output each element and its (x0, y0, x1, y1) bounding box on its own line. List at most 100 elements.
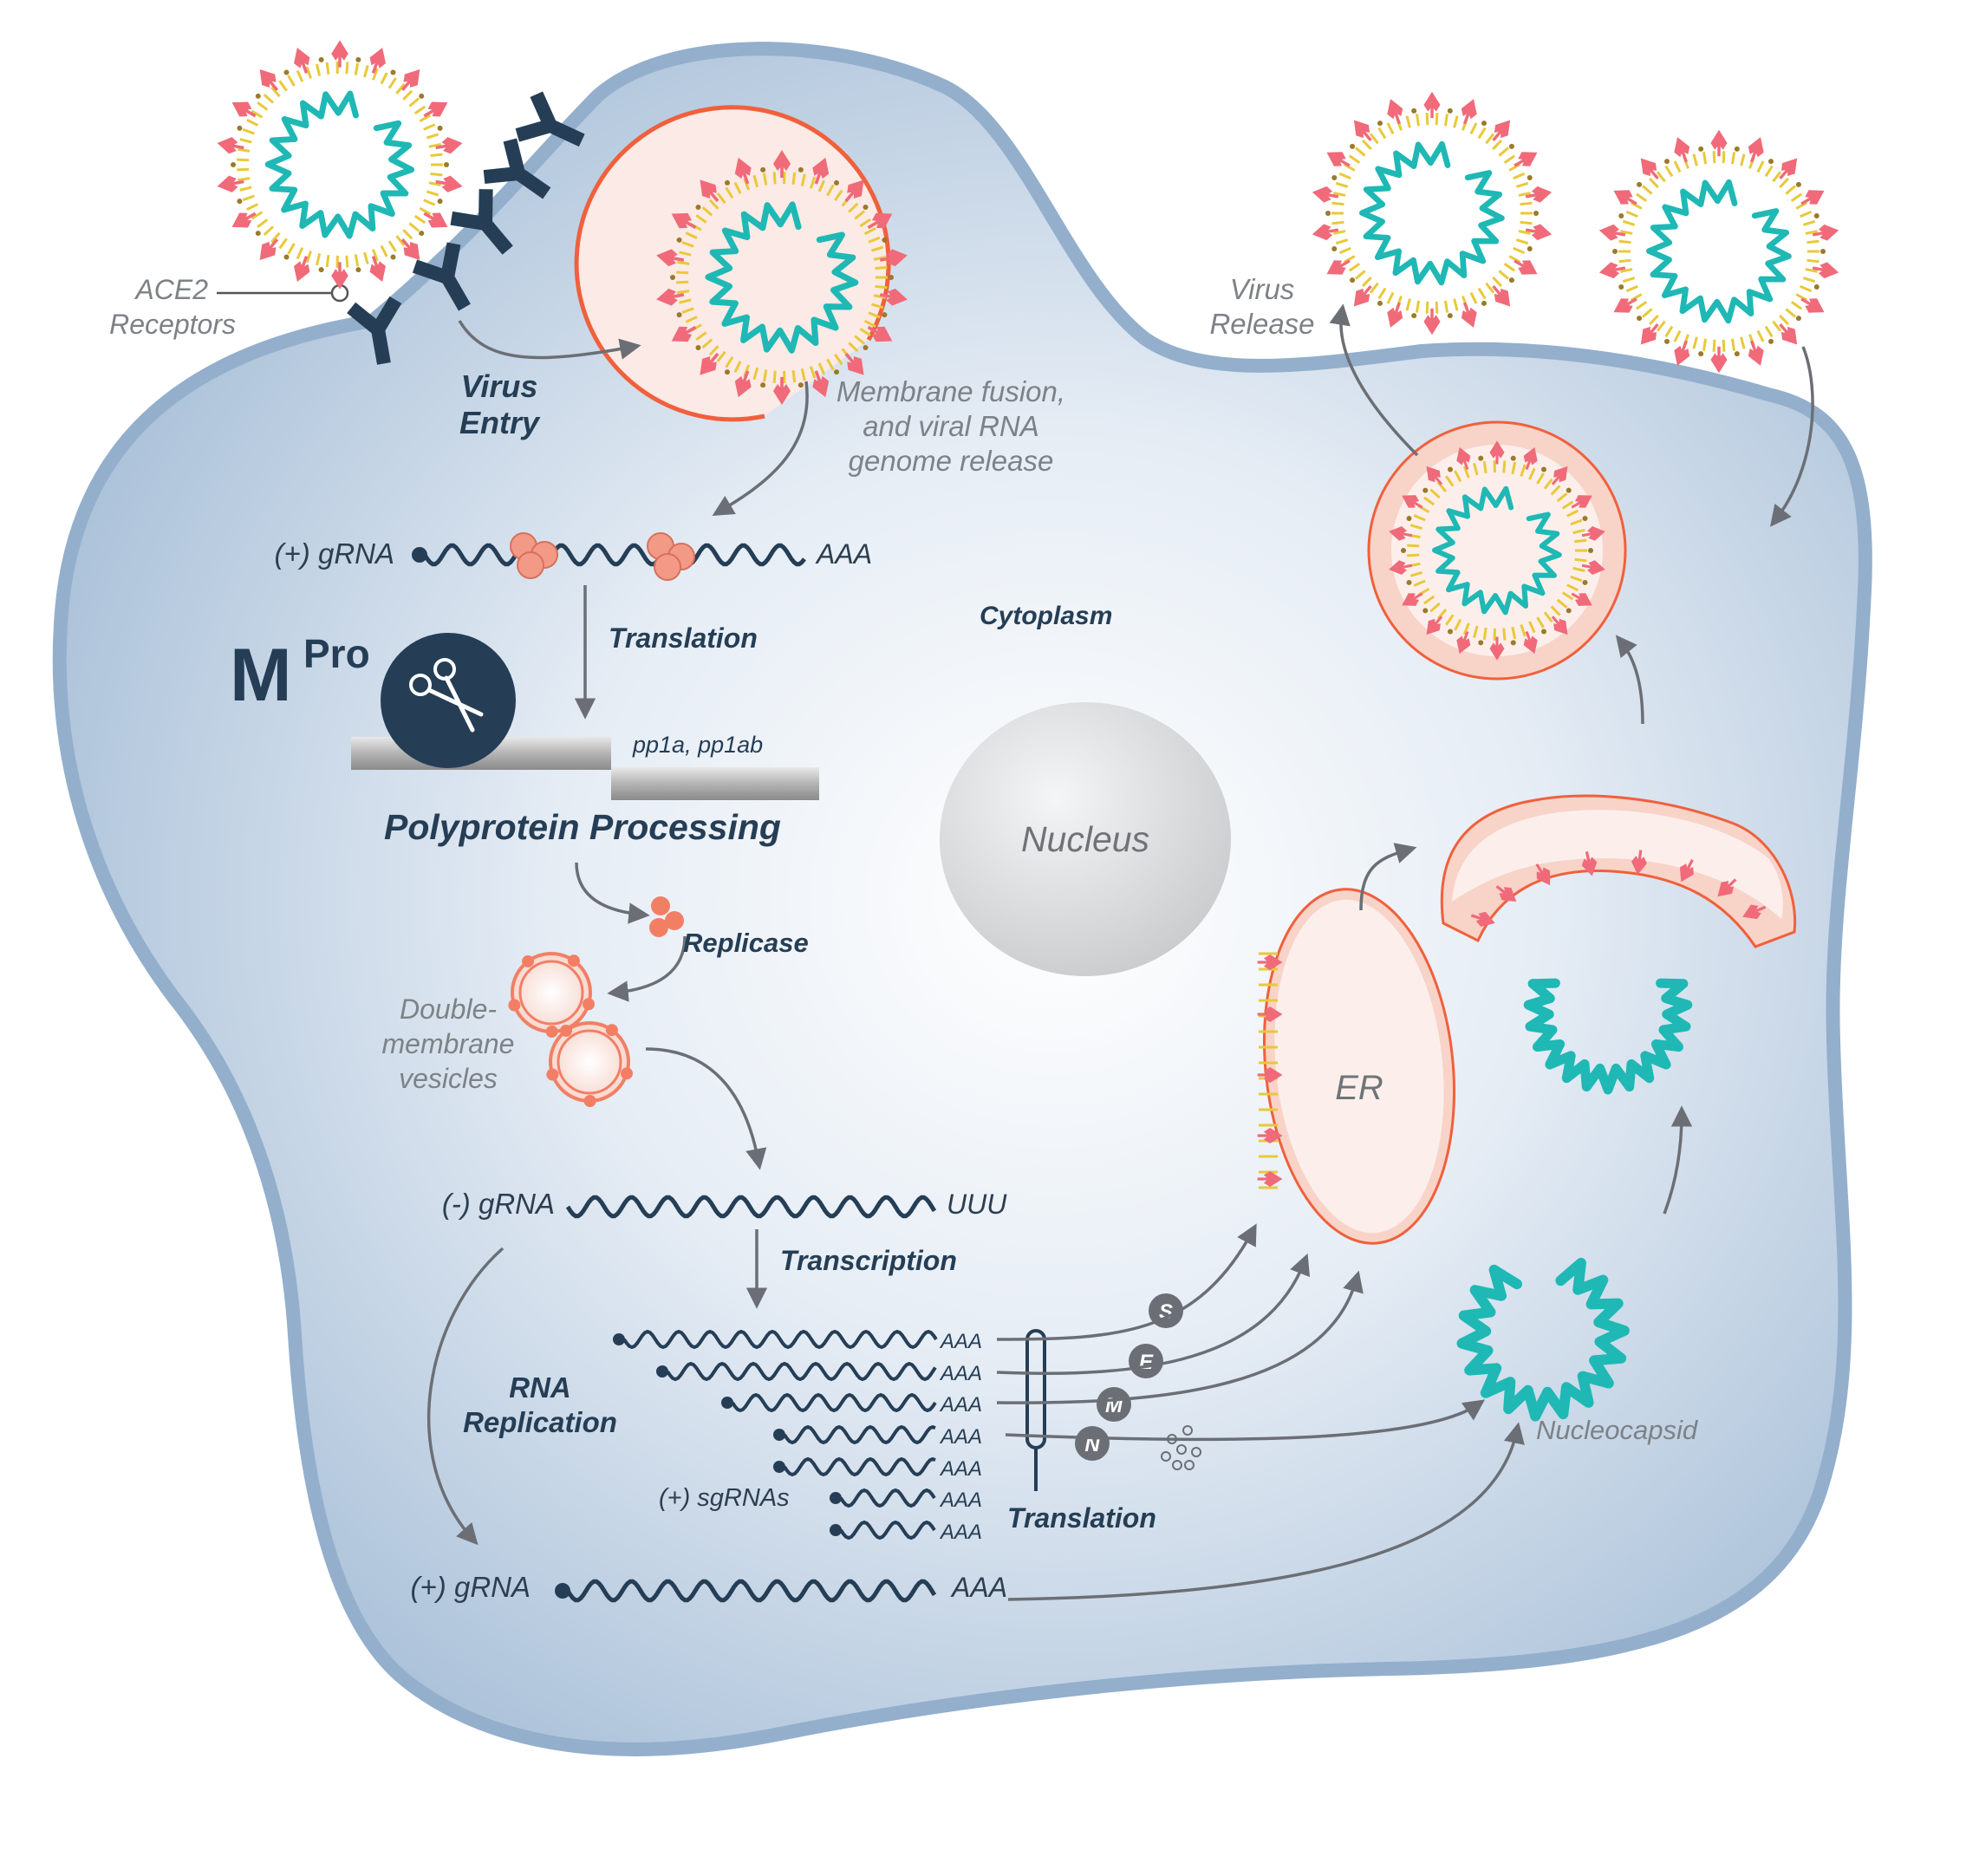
protein-badge-M (1097, 1387, 1131, 1422)
envelope-lipid (1692, 336, 1698, 349)
spike-head (1461, 99, 1477, 120)
envelope-lipid (1485, 133, 1495, 145)
membrane-protein (437, 199, 443, 205)
spike-head (1523, 446, 1538, 466)
envelope-lipid (1348, 154, 1361, 164)
spike-stalk (1625, 196, 1637, 205)
envelope-lipid (1570, 575, 1583, 583)
membrane-protein (1448, 629, 1453, 635)
sgrna-5 (783, 1456, 936, 1477)
envelope-lipid (868, 311, 881, 319)
virion-released-1 (1312, 91, 1553, 335)
spike-head (1263, 1128, 1283, 1143)
plus-grna-top-label: (+) gRNA (275, 537, 394, 570)
spike-stalk (1257, 1177, 1269, 1181)
arrow-to-dmv (607, 935, 687, 1002)
envelope-lipid (1673, 160, 1682, 173)
membrane-protein (419, 231, 425, 237)
envelope-lipid (426, 133, 439, 140)
spike-stalk (742, 370, 750, 383)
replicase-subunit (651, 896, 670, 915)
envelope-lipid (1543, 478, 1553, 490)
envelope-lipid (1377, 127, 1387, 140)
spike-protein (1613, 297, 1637, 313)
spike-protein (656, 249, 685, 267)
spike-protein (1456, 631, 1471, 655)
spike-stalk (1681, 340, 1689, 353)
spike-stalk (671, 256, 685, 262)
envelope-lipid (1422, 496, 1435, 506)
spike-stalk (1779, 323, 1789, 335)
envelope-lipid (791, 370, 797, 383)
envelope-lipid (371, 68, 379, 81)
envelope-lipid (395, 83, 406, 94)
aaa-top-label: AAA (815, 538, 872, 570)
spike-stalk (684, 219, 697, 230)
envelope-lipid (1664, 325, 1674, 338)
envelope-lipid (387, 240, 397, 252)
envelope-lipid (1405, 298, 1411, 311)
spike-head (217, 175, 238, 192)
envelope-lipid (863, 226, 876, 236)
envelope-lipid (1413, 514, 1426, 522)
spike-stalk (780, 376, 784, 389)
membrane-protein (1411, 313, 1417, 319)
envelope-lipid (1740, 153, 1746, 166)
envelope-lipid (1409, 570, 1423, 577)
envelope-lipid (708, 199, 719, 210)
envelope-lipid (428, 142, 441, 148)
envelope-lipid (1462, 622, 1470, 635)
envelope-lipid (1620, 230, 1633, 235)
spike-stalk (844, 191, 856, 203)
envelope-lipid (1561, 591, 1574, 601)
envelope-lipid (354, 254, 360, 267)
envelope-lipid (685, 231, 698, 239)
envelope-lipid (725, 355, 734, 368)
spike-stalk (1470, 914, 1482, 921)
membrane-protein (1734, 146, 1740, 152)
envelope-lipid (1550, 485, 1561, 496)
envelope-lipid (1802, 219, 1816, 226)
envelope-lipid (1635, 192, 1648, 202)
envelope-lipid (1730, 338, 1736, 351)
envelope-lipid (1785, 185, 1796, 195)
spike-protein (231, 212, 257, 228)
spike-protein (700, 179, 719, 203)
spike-head (427, 101, 448, 117)
spike-head (259, 68, 277, 88)
spike-head (441, 137, 463, 154)
envelope-lipid (1508, 163, 1521, 172)
replicase-on-dmv (582, 998, 595, 1011)
envelope-lipid (1386, 291, 1395, 304)
envelope-lipid (413, 214, 426, 225)
envelope-lipid (817, 179, 826, 192)
membrane-protein (283, 69, 290, 75)
membrane-protein (1795, 181, 1801, 187)
spike-protein (1535, 863, 1551, 886)
spike-head (1531, 224, 1553, 241)
spike-head (1640, 158, 1657, 177)
spike-protein (734, 370, 752, 398)
envelope-lipid (834, 189, 843, 201)
envelope-lipid (1333, 230, 1346, 235)
spike-protein (1598, 262, 1626, 279)
envelope-lipid (296, 247, 304, 260)
replicase-subunit (665, 911, 684, 930)
spike-head (1818, 224, 1839, 241)
envelope-lipid (408, 97, 420, 107)
membrane-protein (1582, 579, 1588, 585)
envelope-lipid (1561, 500, 1574, 510)
spike-protein (217, 137, 244, 154)
spike-head (1326, 152, 1346, 166)
envelope-lipid (1572, 528, 1585, 535)
envelope-lipid (1482, 627, 1488, 641)
membrane-protein (1664, 159, 1670, 165)
envelope-lipid (419, 206, 432, 216)
sgrna-aaa-label: AAA (939, 1330, 982, 1353)
spike-protein (331, 262, 348, 290)
membrane-protein (1422, 487, 1429, 493)
envelope-lipid (1361, 139, 1372, 151)
envelope-lipid (238, 177, 251, 182)
spike-stalk (1637, 850, 1643, 862)
replicase-on-dmv (545, 1025, 558, 1038)
